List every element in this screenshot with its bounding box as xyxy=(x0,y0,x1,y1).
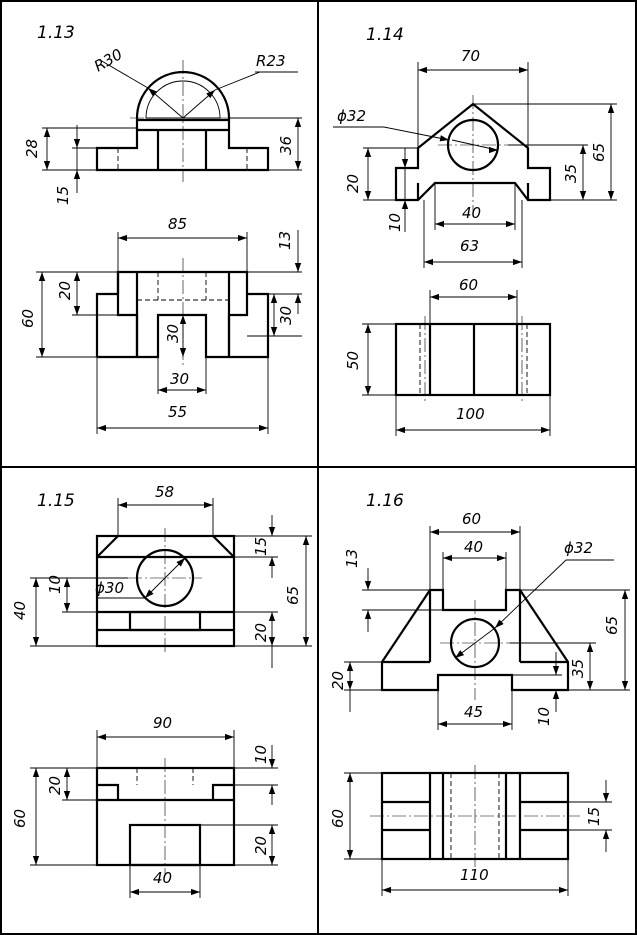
dim-r30: R30 xyxy=(91,45,126,75)
panel-1-13: 1.13 R30 R23 28 xyxy=(19,23,302,434)
front-view: 58 15 65 20 10 40 xyxy=(11,483,312,668)
front-view: 60 40 ϕ32 13 65 35 xyxy=(329,510,630,730)
dim-phi32: ϕ32 xyxy=(564,539,593,557)
dim-phi30: ϕ30 xyxy=(95,579,124,597)
dim-90: 90 xyxy=(153,714,172,732)
dim-10: 10 xyxy=(535,707,553,726)
panel-1-15: 1.15 58 15 65 xyxy=(11,483,312,898)
dim-65: 65 xyxy=(603,616,621,635)
dim-20: 20 xyxy=(56,281,74,300)
dim-63: 63 xyxy=(460,237,479,255)
dim-20: 20 xyxy=(252,623,270,642)
dim-40: 40 xyxy=(464,538,483,556)
panel-1-16: 1.16 60 40 ϕ32 xyxy=(329,491,630,896)
dim-30-slot-width: 30 xyxy=(170,370,189,388)
dim-65: 65 xyxy=(284,586,302,605)
panel-label: 1.15 xyxy=(37,491,75,511)
dim-phi32: ϕ32 xyxy=(337,107,366,125)
dim-100: 100 xyxy=(456,405,485,423)
dim-r23: R23 xyxy=(256,52,286,70)
panel-1-14: 1.14 70 ϕ32 65 3 xyxy=(333,25,617,436)
dim-30-slot-depth: 30 xyxy=(164,324,182,343)
dim-50: 50 xyxy=(344,351,362,370)
dim-15: 15 xyxy=(585,807,603,826)
dim-20: 20 xyxy=(329,671,347,690)
panel-label: 1.16 xyxy=(366,491,404,511)
dim-85: 85 xyxy=(168,215,187,233)
dim-35: 35 xyxy=(562,164,580,183)
dim-13: 13 xyxy=(343,549,361,568)
dim-15: 15 xyxy=(54,186,72,205)
dim-60: 60 xyxy=(11,809,29,828)
top-view: 60 15 110 xyxy=(329,765,612,896)
front-view: R30 R23 28 15 36 xyxy=(23,45,302,205)
dim-60: 60 xyxy=(329,809,347,828)
dim-28: 28 xyxy=(23,139,41,158)
dim-10: 10 xyxy=(252,745,270,764)
dim-58: 58 xyxy=(155,483,174,501)
dim-35: 35 xyxy=(569,659,587,678)
dim-70: 70 xyxy=(461,47,480,65)
front-view: 70 ϕ32 65 35 20 10 xyxy=(333,47,617,268)
panel-label: 1.14 xyxy=(366,25,404,45)
panel-label: 1.13 xyxy=(37,23,75,43)
dim-36: 36 xyxy=(277,136,295,155)
dim-20-right: 20 xyxy=(252,836,270,855)
dim-40: 40 xyxy=(462,204,481,222)
dim-65: 65 xyxy=(590,143,608,162)
dim-40: 40 xyxy=(153,869,172,887)
dim-13: 13 xyxy=(276,231,294,250)
dim-15: 15 xyxy=(252,537,270,556)
dim-55: 55 xyxy=(168,403,187,421)
dim-60: 60 xyxy=(459,276,478,294)
dim-60: 60 xyxy=(462,510,481,528)
top-view: 60 50 100 xyxy=(344,276,552,436)
dim-40: 40 xyxy=(11,601,29,620)
top-view: 85 20 60 13 30 30 xyxy=(19,215,302,434)
dim-60: 60 xyxy=(19,309,37,328)
dim-10: 10 xyxy=(46,575,64,594)
dim-30-right: 30 xyxy=(277,306,295,325)
dim-10: 10 xyxy=(386,213,404,232)
dim-110: 110 xyxy=(460,866,489,884)
top-view: 90 10 20 60 20 40 xyxy=(11,714,278,898)
dim-20: 20 xyxy=(344,174,362,193)
dim-45: 45 xyxy=(464,703,483,721)
dim-20-left: 20 xyxy=(46,776,64,795)
